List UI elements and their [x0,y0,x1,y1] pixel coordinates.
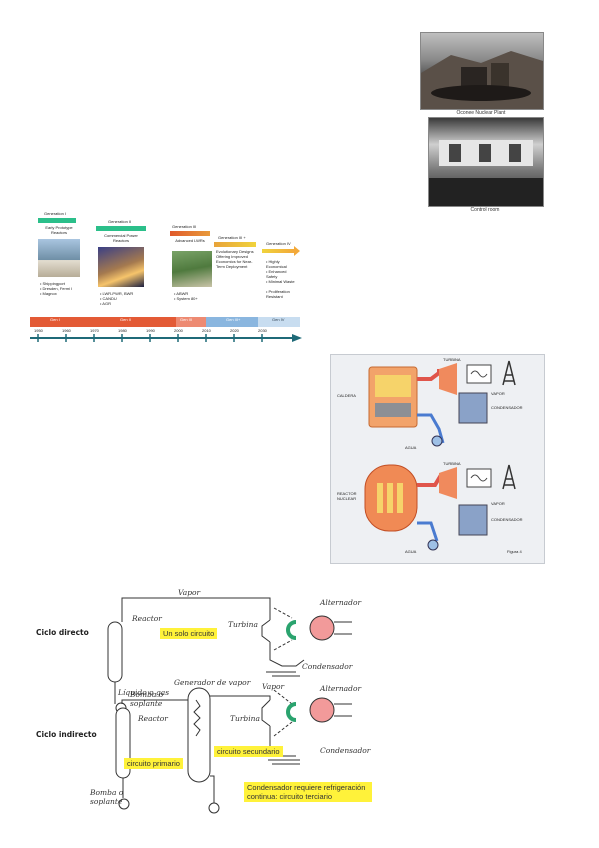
era-band-gen3 [176,317,206,327]
gen2-list-3: • AGR [100,301,111,306]
year-1990: 1990 [146,328,155,333]
figure-number: Figura 4 [507,549,522,554]
caldera-label: CALDERA [337,393,356,398]
vapor-label-bottom: VAPOR [491,501,505,506]
direct-condenser-label: Condensador [302,662,353,671]
gen2-body: Commercial Power Reactors [104,233,138,243]
top-photo-caption: Oconee Nuclear Plant [456,110,506,116]
gen3-bar [170,231,210,236]
gen3-list-1: • ABWR [174,291,189,296]
gen4-arrow [262,249,294,253]
direct-pump-label: Bomba o soplante [130,690,164,708]
single-circuit-note: Un solo circuito [160,628,218,639]
gen1-photo [38,239,80,277]
gen2-bar [96,226,146,231]
band-label-3: Gen III [180,317,193,322]
gen4-arrow-head [294,246,300,256]
turbina-label-bottom: TURBINA [443,461,461,466]
secondary-circuit-note: circuito secundario [214,746,283,757]
indirect-alternator-label: Alternador [320,684,362,693]
gen2-title: Generation II [108,219,132,224]
nuclear-plant-photo [420,32,544,110]
gen3-title: Generation III [172,224,197,229]
generations-timeline: Generation I Early Prototype Reactors • … [30,205,302,345]
agua-label-bottom: AGUA [405,549,417,554]
timeline-axis [30,334,302,342]
cycle-diagrams: Ciclo directo Vapor Reactor Turbina Alte… [0,580,599,820]
agua-label-top: AGUA [405,445,417,450]
band-label-2: Gen II [120,317,131,322]
indirect-turbine-label: Turbina [230,714,260,723]
indirect-vapor-label: Vapor [262,682,285,691]
gen1-list-3: • Magnox [40,291,57,296]
year-2000: 2000 [174,328,183,333]
comparison-diagram [364,360,516,551]
direct-turbine-label: Turbina [228,620,258,629]
year-1960: 1960 [62,328,71,333]
turbina-label-top: TURBINA [443,357,461,362]
year-1970: 1970 [90,328,99,333]
gen1-bar [38,218,76,223]
condensador-label-bottom: CONDENSADOR [491,517,523,522]
direct-vapor-label: Vapor [178,588,201,597]
gen1-list-1: • Shippingport [40,281,65,286]
year-2010: 2010 [202,328,211,333]
era-band-gen1-2 [30,317,176,327]
year-1950: 1950 [34,328,43,333]
gen4-list-2: • Enhanced Safety [266,269,287,279]
plant-comparison-figure: CALDERA REACTOR NUCLEAR TURBINA VAPOR CO… [330,354,545,564]
gen3plus-body: Evolutionary Designs Offering Improved E… [216,249,254,269]
band-label-1: Gen I [50,317,60,322]
gen2-list-2: • CANDU [100,296,117,301]
gen4-list-4: • Proliferation Resistant [266,289,290,299]
era-band-gen4 [258,317,300,327]
indirect-pump-label: Bomba o soplante [90,788,124,806]
gen2-list-1: • LWR-PWR, BWR [100,291,134,296]
bottom-photo-caption: Control room [470,207,500,213]
tertiary-circuit-note: Condensador requiere refrigeración conti… [244,782,372,802]
direct-alternator-label: Alternador [320,598,362,607]
gen1-body: Early Prototype Reactors [45,225,73,235]
ciclo-indirecto-label: Ciclo indirecto [36,730,97,739]
gen3-list-2: • System 80+ [174,296,198,301]
year-2030: 2030 [258,328,267,333]
gen3-body: Advanced LWRs [175,238,205,243]
gen2-photo [98,247,144,287]
gen4-list-1: • Highly Economical [266,259,287,269]
plant-illustration [421,51,543,109]
gen4-title: Generation IV [266,241,291,246]
gen3plus-bar [214,242,256,247]
gen4-list-3: • Minimal Waste [266,279,295,284]
reactor-nuclear-label: REACTOR NUCLEAR [337,491,357,501]
indirect-generator-label: Generador de vapor [174,678,251,687]
control-room-photo [428,117,544,207]
gen3-photo [172,251,212,287]
band-label-4: Gen III+ [226,317,241,322]
gen1-title: Generation I [44,211,67,216]
indirect-reactor-label: Reactor [138,714,168,723]
year-1980: 1980 [118,328,127,333]
indirect-coolant-label: Líquido o gas [118,688,170,697]
vapor-label-top: VAPOR [491,391,505,396]
condensador-label-top: CONDENSADOR [491,405,523,410]
indirect-condenser-label: Condensador [320,746,371,755]
primary-circuit-note: circuito primario [124,758,183,769]
year-2020: 2020 [230,328,239,333]
band-label-5: Gen IV [272,317,285,322]
control-room-illustration [429,140,543,206]
ciclo-directo-label: Ciclo directo [36,628,89,637]
era-band-gen3plus [206,317,258,327]
direct-reactor-label: Reactor [132,614,162,623]
gen3plus-title: Generation III + [218,235,246,240]
gen1-list-2: • Dresden, Fermi I [40,286,73,291]
